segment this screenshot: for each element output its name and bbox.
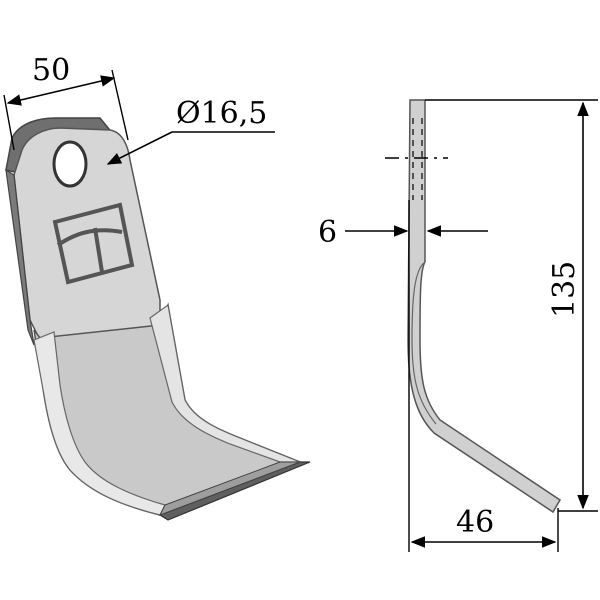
dimension-label-thickness: 6 — [318, 215, 337, 250]
dimension-height: 135 — [425, 99, 598, 512]
profile-inner-curve — [411, 261, 437, 425]
dimension-blade-width: 50 — [3, 53, 129, 151]
blade-edge-bevel — [158, 461, 301, 516]
profile-body — [407, 99, 562, 514]
dimension-label-offset: 46 — [456, 505, 494, 540]
blade-shank-left-side — [5, 168, 35, 346]
dimension-label-width: 50 — [32, 53, 70, 88]
square-logo-icon — [52, 202, 135, 285]
blade-side-profile — [385, 99, 562, 514]
mounting-hole — [52, 140, 88, 188]
blade-perspective-view — [5, 117, 311, 521]
dimension-label-height: 135 — [547, 261, 582, 318]
dimension-thickness: 6 — [318, 215, 488, 250]
dimension-hole-diameter: Ø16,5 — [106, 96, 275, 165]
dimension-offset-width: 46 — [408, 200, 559, 552]
dimension-label-diameter: Ø16,5 — [176, 96, 267, 131]
